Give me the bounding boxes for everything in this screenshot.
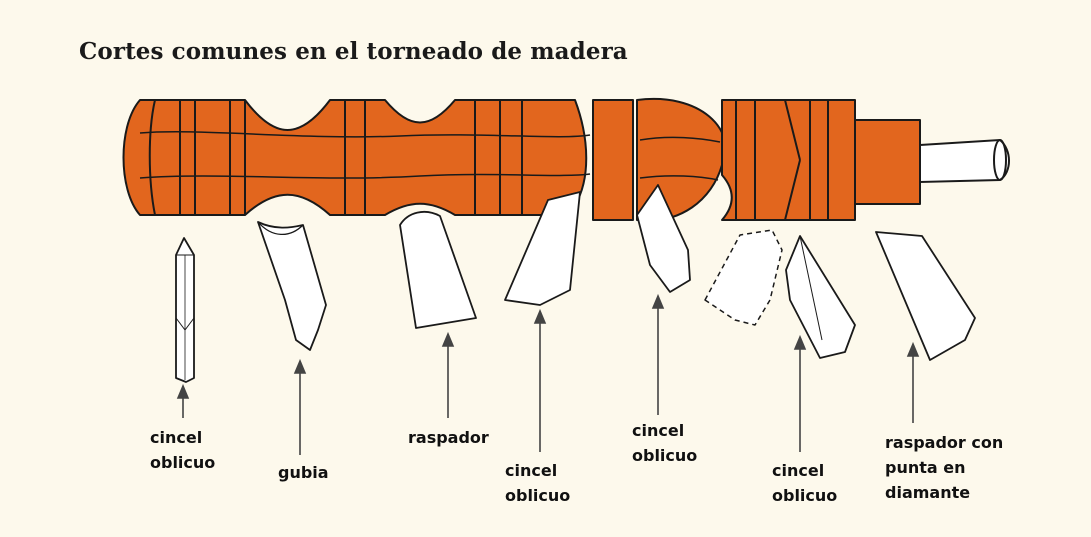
label-diamond-scraper: raspador con punta en diamante xyxy=(885,430,1003,505)
label-line: raspador con xyxy=(885,433,1004,452)
label-skew-chisel-3: cincel oblicuo xyxy=(632,418,697,468)
label-line: cincel xyxy=(505,461,558,480)
label-skew-chisel-1: cincel oblicuo xyxy=(150,425,215,475)
tool-skew-chisel-4 xyxy=(785,235,856,359)
label-scraper: raspador xyxy=(408,425,489,450)
label-line: oblicuo xyxy=(505,486,571,505)
tool-skew-chisel-2 xyxy=(504,191,581,306)
label-line: oblicuo xyxy=(150,453,216,472)
spindle-body xyxy=(122,99,588,216)
tool-gouge xyxy=(257,221,327,351)
label-line: punta en xyxy=(885,458,966,477)
label-line: cincel xyxy=(150,428,203,447)
label-skew-chisel-4: cincel oblicuo xyxy=(772,458,837,508)
label-line: gubia xyxy=(278,463,329,482)
label-line: cincel xyxy=(772,461,825,480)
spur-shaft-end xyxy=(993,139,1007,181)
tool-skew-chisel-3 xyxy=(636,184,691,293)
arrows xyxy=(176,293,920,455)
label-line: oblicuo xyxy=(632,446,698,465)
label-line: oblicuo xyxy=(772,486,838,505)
label-line: diamante xyxy=(885,483,971,502)
tool-diamond-scraper xyxy=(875,231,976,361)
label-gouge: gubia xyxy=(278,460,329,485)
spindle-tenon xyxy=(854,119,921,205)
label-skew-chisel-2: cincel oblicuo xyxy=(505,458,570,508)
tool-scraper xyxy=(399,211,477,329)
label-line: cincel xyxy=(632,421,685,440)
diagram-title: Cortes comunes en el torneado de madera xyxy=(79,38,628,65)
label-line: raspador xyxy=(408,428,489,447)
spindle-bead-block xyxy=(592,99,634,221)
spindle-turning-lines xyxy=(139,99,856,221)
tool-skew-chisel-ghost xyxy=(704,229,783,326)
